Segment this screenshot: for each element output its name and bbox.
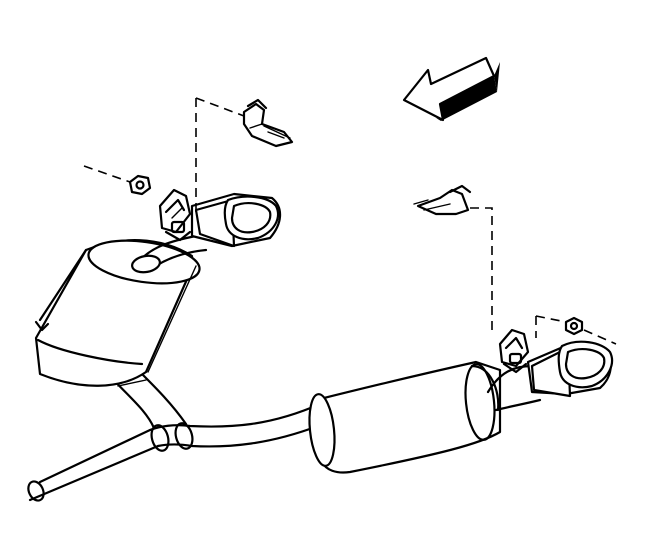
right-hanger-bracket [498,328,530,374]
left-hanger-bracket [158,188,192,242]
left-muffler [34,239,201,387]
left-nut [128,174,152,196]
right-nut [564,316,584,336]
y-pipe [110,370,322,452]
direction-arrow-icon [402,56,500,122]
inlet-pipe [27,428,160,502]
left-alignment-lines [83,97,245,218]
right-tailpipe [486,340,614,412]
right-alignment-lines [470,207,617,345]
left-frame-bracket [242,98,294,148]
right-frame-bracket [413,184,472,216]
right-muffler [308,360,502,474]
left-tailpipe [131,192,282,274]
